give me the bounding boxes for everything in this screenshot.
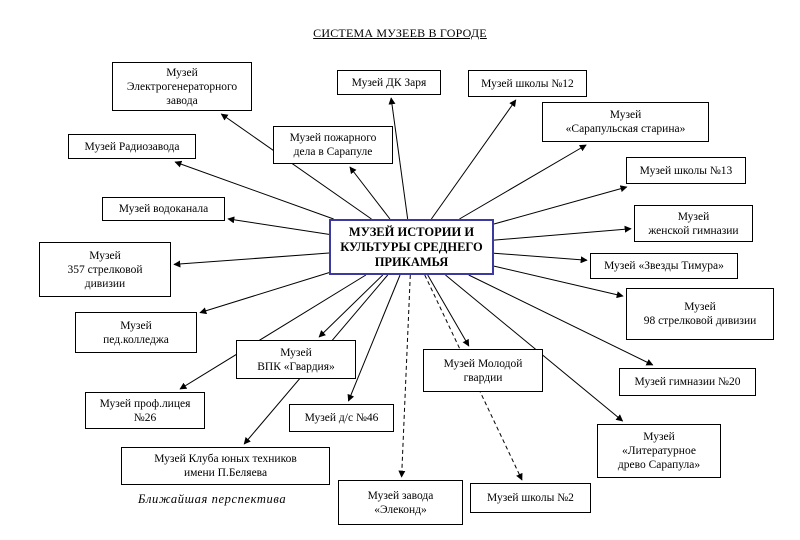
museum-box: Музей д/с №46 xyxy=(289,404,394,432)
connection-arrow xyxy=(173,252,330,268)
museum-box: Музей 357 стрелковой дивизии xyxy=(39,242,171,297)
connection-arrow xyxy=(493,252,588,264)
museum-box: Музей «Сарапульская старина» xyxy=(542,102,709,142)
connection-arrow xyxy=(349,166,391,220)
museum-box: Музей проф.лицея №26 xyxy=(85,392,205,429)
museum-box: Музей пожарного дела в Сарапуле xyxy=(273,126,393,164)
connection-arrow xyxy=(445,274,624,422)
connection-arrow xyxy=(493,225,632,241)
museum-box: Музей завода «Элеконд» xyxy=(338,480,463,525)
museum-box: Музей Клуба юных техников имени П.Беляев… xyxy=(121,447,330,485)
museum-box: Музей школы №13 xyxy=(626,157,746,184)
connection-arrow xyxy=(493,265,624,299)
museum-box: Музей Радиозавода xyxy=(68,134,196,159)
connection-arrow xyxy=(468,274,654,366)
connection-arrow xyxy=(179,274,367,390)
museum-box: Музей «Литературное древо Сарапула» xyxy=(597,424,721,478)
museum-box: Музей школы №2 xyxy=(470,483,591,513)
connection-arrow xyxy=(318,274,384,338)
connection-arrow xyxy=(493,185,628,225)
connection-arrow xyxy=(199,272,330,315)
connection-arrow xyxy=(227,216,330,235)
diagram-title: СИСТЕМА МУЗЕЕВ В ГОРОДЕ xyxy=(313,26,487,40)
museum-box: Музей женской гимназии xyxy=(634,205,753,242)
museum-box: Музей гимназии №20 xyxy=(619,368,756,396)
connection-arrow xyxy=(174,160,334,220)
museum-box: Музей ДК Заря xyxy=(337,70,441,95)
central-museum-box: МУЗЕЙ ИСТОРИИ И КУЛЬТУРЫ СРЕДНЕГО ПРИКАМ… xyxy=(329,219,494,275)
connection-arrow xyxy=(427,274,470,347)
museum-box: Музей школы №12 xyxy=(468,70,587,97)
museum-box: Музей «Звезды Тимура» xyxy=(590,253,738,279)
connection-arrow xyxy=(430,99,517,220)
museum-box: Музей ВПК «Гвардия» xyxy=(236,340,356,379)
connection-arrow xyxy=(459,144,587,220)
connection-arrow xyxy=(220,113,372,220)
museum-box: Музей 98 стрелковой дивизии xyxy=(626,288,774,340)
museum-box: Музей Электрогенераторного завода xyxy=(112,62,252,111)
museum-box: Музей Молодой гвардии xyxy=(423,349,543,392)
connection-arrow xyxy=(347,274,401,402)
near-future-note: Ближайшая перспектива xyxy=(138,492,287,506)
museum-box: Музей водоканала xyxy=(102,197,225,221)
connection-arrow xyxy=(398,274,411,478)
connection-arrow xyxy=(388,97,409,220)
museum-box: Музей пед.колледжа xyxy=(75,312,197,353)
